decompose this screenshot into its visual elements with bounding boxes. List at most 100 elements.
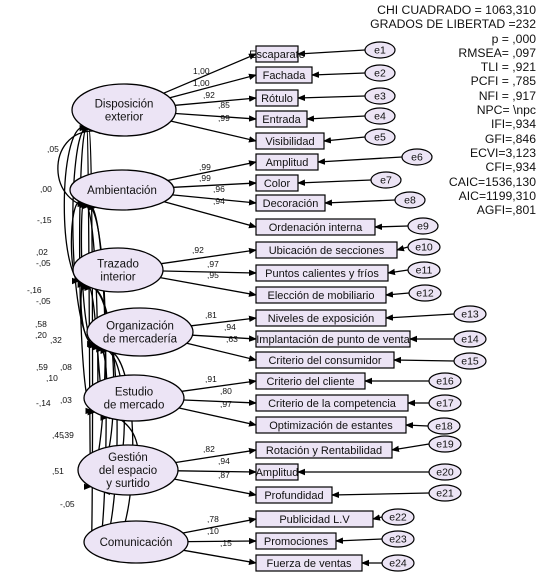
- fit-stat-line: CAIC=1536,130: [448, 174, 536, 189]
- correlation-label: -,05: [36, 258, 51, 268]
- indicator-label: Criterio del consumidor: [268, 355, 381, 367]
- error-term-ellipse: [394, 191, 426, 209]
- fit-stat-line: NFI = ,917: [478, 88, 536, 103]
- factor-loading-arrow: [175, 447, 257, 464]
- error-arrow: [297, 94, 366, 101]
- error-term-ellipse: [428, 394, 462, 412]
- error-term-ellipse: [381, 554, 415, 572]
- error-arrow: [324, 199, 396, 206]
- observed-indicator-box: [255, 174, 299, 192]
- factor-loading-arrow: [177, 468, 257, 476]
- indicator-label: Elección de mobiliario: [268, 290, 375, 302]
- factor-loading-arrow: [167, 160, 257, 182]
- latent-factor-ellipse: [71, 83, 177, 137]
- error-arrow: [306, 115, 366, 122]
- factor-loading-arrow: [182, 517, 257, 534]
- correlation-label: -,16: [27, 285, 42, 295]
- indicator-label: Visibilidad: [265, 136, 314, 148]
- loading-label: ,94: [213, 196, 225, 206]
- loading-label: ,81: [205, 310, 217, 320]
- error-term-label: e21: [436, 488, 454, 500]
- error-term-ellipse: [453, 305, 487, 323]
- error-term-ellipse: [401, 148, 433, 166]
- error-term-label: e15: [461, 356, 479, 368]
- latent-factor-label: de mercado: [104, 400, 165, 412]
- factor-loading-arrow: [163, 53, 257, 94]
- loading-label: ,87: [218, 470, 230, 480]
- correlation-label: ,45: [52, 430, 64, 440]
- indicator-label: Decoración: [263, 198, 319, 210]
- error-term-ellipse: [364, 64, 396, 82]
- correlation-label: ,51: [52, 466, 64, 476]
- error-term-label: e11: [416, 265, 433, 277]
- error-term-ellipse: [428, 435, 462, 453]
- latent-factor-ellipse: [72, 247, 164, 293]
- error-term-label: e23: [389, 534, 407, 546]
- correlation-label: ,05: [47, 144, 59, 154]
- factor-loading-arrow: [183, 549, 257, 565]
- observed-indicator-box: [255, 45, 299, 63]
- fit-stat-line: AGFI=,801: [476, 203, 536, 218]
- latent-factor-ellipse: [83, 374, 185, 422]
- indicator-label: Optimización de estantes: [269, 420, 393, 432]
- error-term-ellipse: [428, 463, 462, 481]
- observed-indicator-box: [255, 89, 299, 107]
- error-term-label: e24: [389, 558, 407, 570]
- correlation-label: ,39: [62, 430, 74, 440]
- error-term-ellipse: [408, 284, 442, 302]
- indicator-label: Escaparate: [249, 49, 305, 61]
- indicator-label: Ordenación interna: [269, 222, 363, 234]
- correlation-label: ,08: [60, 362, 72, 372]
- observed-indicator-box: [255, 394, 409, 412]
- observed-indicator-box: [255, 416, 407, 434]
- error-arrow: [374, 223, 409, 230]
- observed-indicator-box: [255, 309, 387, 327]
- latent-factor-label: Estudio: [115, 387, 153, 399]
- observed-indicator-box: [255, 286, 387, 304]
- error-term-ellipse: [364, 41, 396, 59]
- factor-loading-arrow: [172, 194, 257, 206]
- error-term-label: e4: [374, 111, 386, 123]
- indicator-label: Entrada: [262, 114, 301, 126]
- loading-label: ,99: [199, 162, 211, 172]
- factor-loading-arrow: [169, 73, 257, 99]
- indicator-label: Ubicación de secciones: [269, 245, 385, 257]
- error-term-label: e20: [436, 467, 454, 479]
- observed-indicator-box: [255, 372, 366, 390]
- factor-loading-arrow: [183, 399, 257, 406]
- fit-stat-line: PCFI = ,785: [470, 74, 536, 89]
- correlation-arrow: [77, 200, 105, 416]
- error-term-ellipse: [453, 352, 487, 370]
- correlation-label: ,20: [35, 330, 47, 340]
- factor-loading-arrow: [170, 120, 257, 143]
- error-term-label: e2: [374, 68, 386, 80]
- observed-indicator-box: [255, 66, 313, 84]
- latent-factor-ellipse: [77, 444, 179, 496]
- indicator-label: Implantación de punto de venta: [256, 334, 410, 346]
- latent-factor-label: Gestión: [108, 452, 148, 464]
- latent-factor-label: Organización: [106, 321, 174, 333]
- error-term-label: e19: [436, 439, 454, 451]
- error-term-label: e7: [380, 175, 392, 187]
- error-term-label: e1: [374, 45, 386, 57]
- fit-stat-line: NPC= \npc: [476, 103, 536, 118]
- correlation-label: ,58: [35, 319, 47, 329]
- loading-label: ,96: [213, 184, 225, 194]
- error-term-ellipse: [381, 508, 415, 526]
- indicator-label: Niveles de exposición: [268, 313, 374, 325]
- indicator-label: Criterio de la competencia: [268, 398, 397, 410]
- error-term-ellipse: [364, 107, 396, 125]
- fit-stat-line: IFI=,934: [490, 117, 536, 132]
- observed-indicator-box: [255, 132, 325, 150]
- error-arrow: [405, 422, 429, 429]
- factor-loading-arrow: [192, 334, 257, 342]
- fit-stat-line: ECVI=3,123: [469, 145, 536, 160]
- latent-factor-label: exterior: [105, 112, 144, 124]
- latent-factor-ellipse: [83, 520, 189, 564]
- factor-loading-arrow: [187, 537, 257, 545]
- factor-loading-arrow: [191, 315, 257, 327]
- indicator-label: Publicidad L.V: [279, 514, 350, 526]
- error-arrow: [385, 291, 410, 298]
- loading-label: ,94: [224, 322, 236, 332]
- fit-stat-line: p = ,000: [491, 31, 536, 46]
